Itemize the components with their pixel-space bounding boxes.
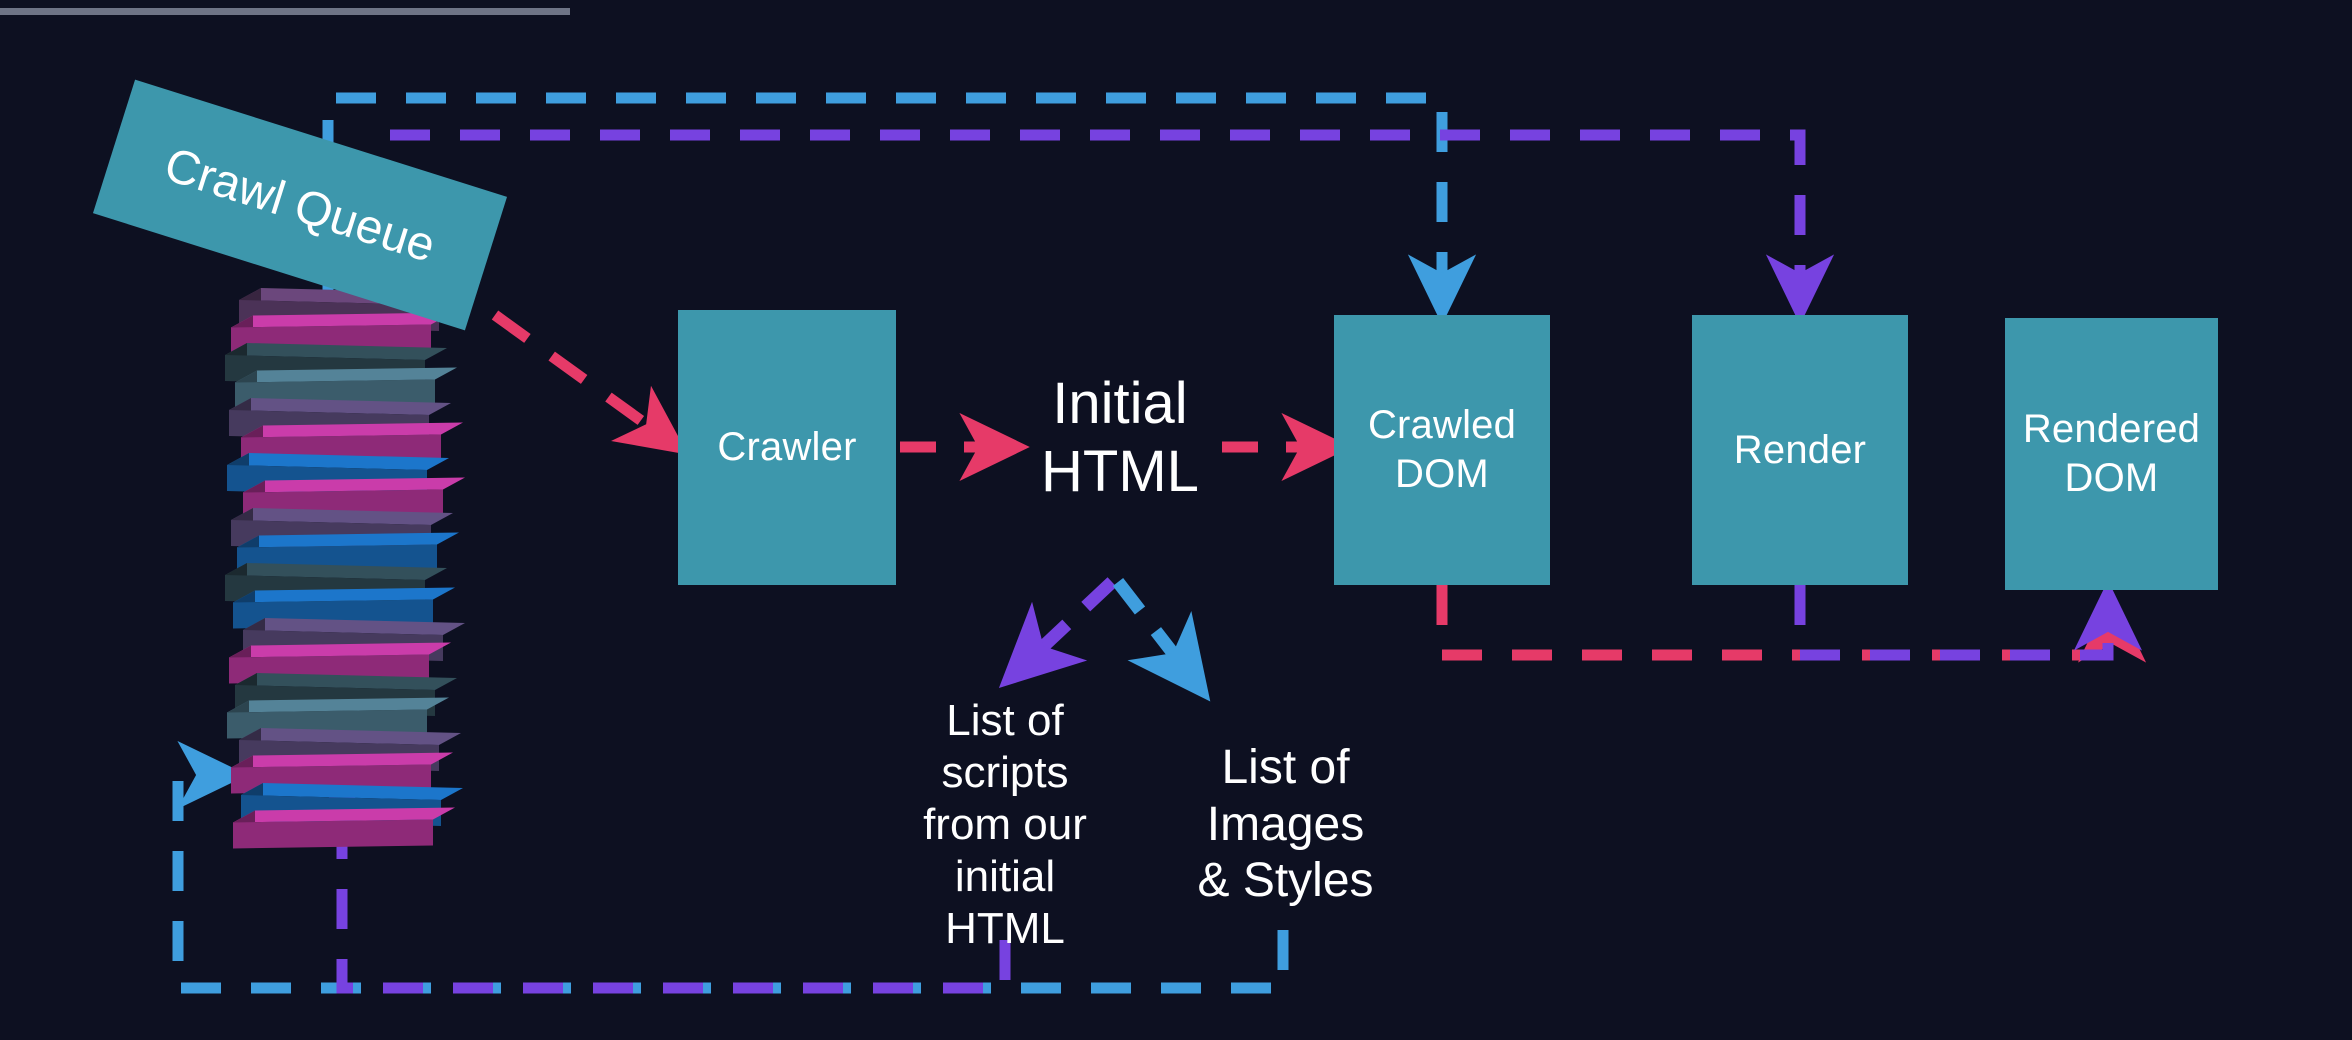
edge-initial-html-to-list-images <box>1112 578 1211 702</box>
render-label: Render <box>1733 427 1867 472</box>
rendered-dom-label-line2: DOM <box>2064 456 2159 500</box>
edge-render-to-rendered-dom <box>1794 580 2143 661</box>
stack-layer-top <box>239 728 461 745</box>
stack-layer-top <box>233 807 455 823</box>
stack-layer-top <box>243 618 465 635</box>
list-of-scripts-node[interactable]: List of scripts from our initial HTML <box>923 696 1087 953</box>
crawled-dom-label-line2: DOM <box>1395 452 1489 496</box>
stack-layer-top <box>225 563 447 580</box>
edge-list-images-to-queue <box>172 740 1289 994</box>
crawled-dom-node[interactable]: Crawled DOM <box>1334 315 1550 585</box>
stack-layer-top <box>231 508 453 525</box>
stack-layer-top <box>241 783 463 800</box>
crawled-dom-label-line1: Crawled <box>1367 403 1517 448</box>
edge-crawled-dom-to-rendered-dom <box>1436 585 2147 663</box>
stack-layer-top <box>229 398 451 415</box>
crawler-node[interactable]: Crawler <box>678 310 896 585</box>
edge-queue-to-crawler <box>491 310 689 455</box>
stack-layer-front <box>233 819 433 849</box>
rendered-dom-node[interactable]: Rendered DOM <box>2005 318 2218 590</box>
stack-layer-top <box>237 532 459 548</box>
stack-layer-top <box>235 367 457 383</box>
stack-layer-top <box>233 587 455 603</box>
stack-layer-top <box>227 697 449 713</box>
crawler-label: Crawler <box>717 425 857 470</box>
list-of-images-node[interactable]: List of Images & Styles <box>1197 741 1374 908</box>
initial-html-label-line2: HTML <box>1041 439 1199 505</box>
initial-html-label-line1: Initial <box>1052 371 1188 436</box>
stack-layer-top <box>235 673 457 690</box>
stack-layer-top <box>225 343 447 360</box>
stack-layer-top <box>227 453 449 470</box>
render-node[interactable]: Render <box>1692 315 1908 585</box>
edge-initial-html-to-list-scripts <box>998 577 1117 689</box>
rendered-dom-label-line1: Rendered <box>2022 407 2201 452</box>
stack-layer-top <box>241 422 463 438</box>
initial-html-node[interactable]: Initial HTML <box>1005 370 1235 507</box>
top-progress-bar <box>0 8 570 15</box>
stack-layer-top <box>243 477 465 493</box>
stack-layer-top <box>229 642 451 658</box>
stack-layer-top <box>231 312 453 328</box>
edge-list-scripts-to-queue <box>307 770 1011 994</box>
stack-layer-top <box>231 752 453 768</box>
